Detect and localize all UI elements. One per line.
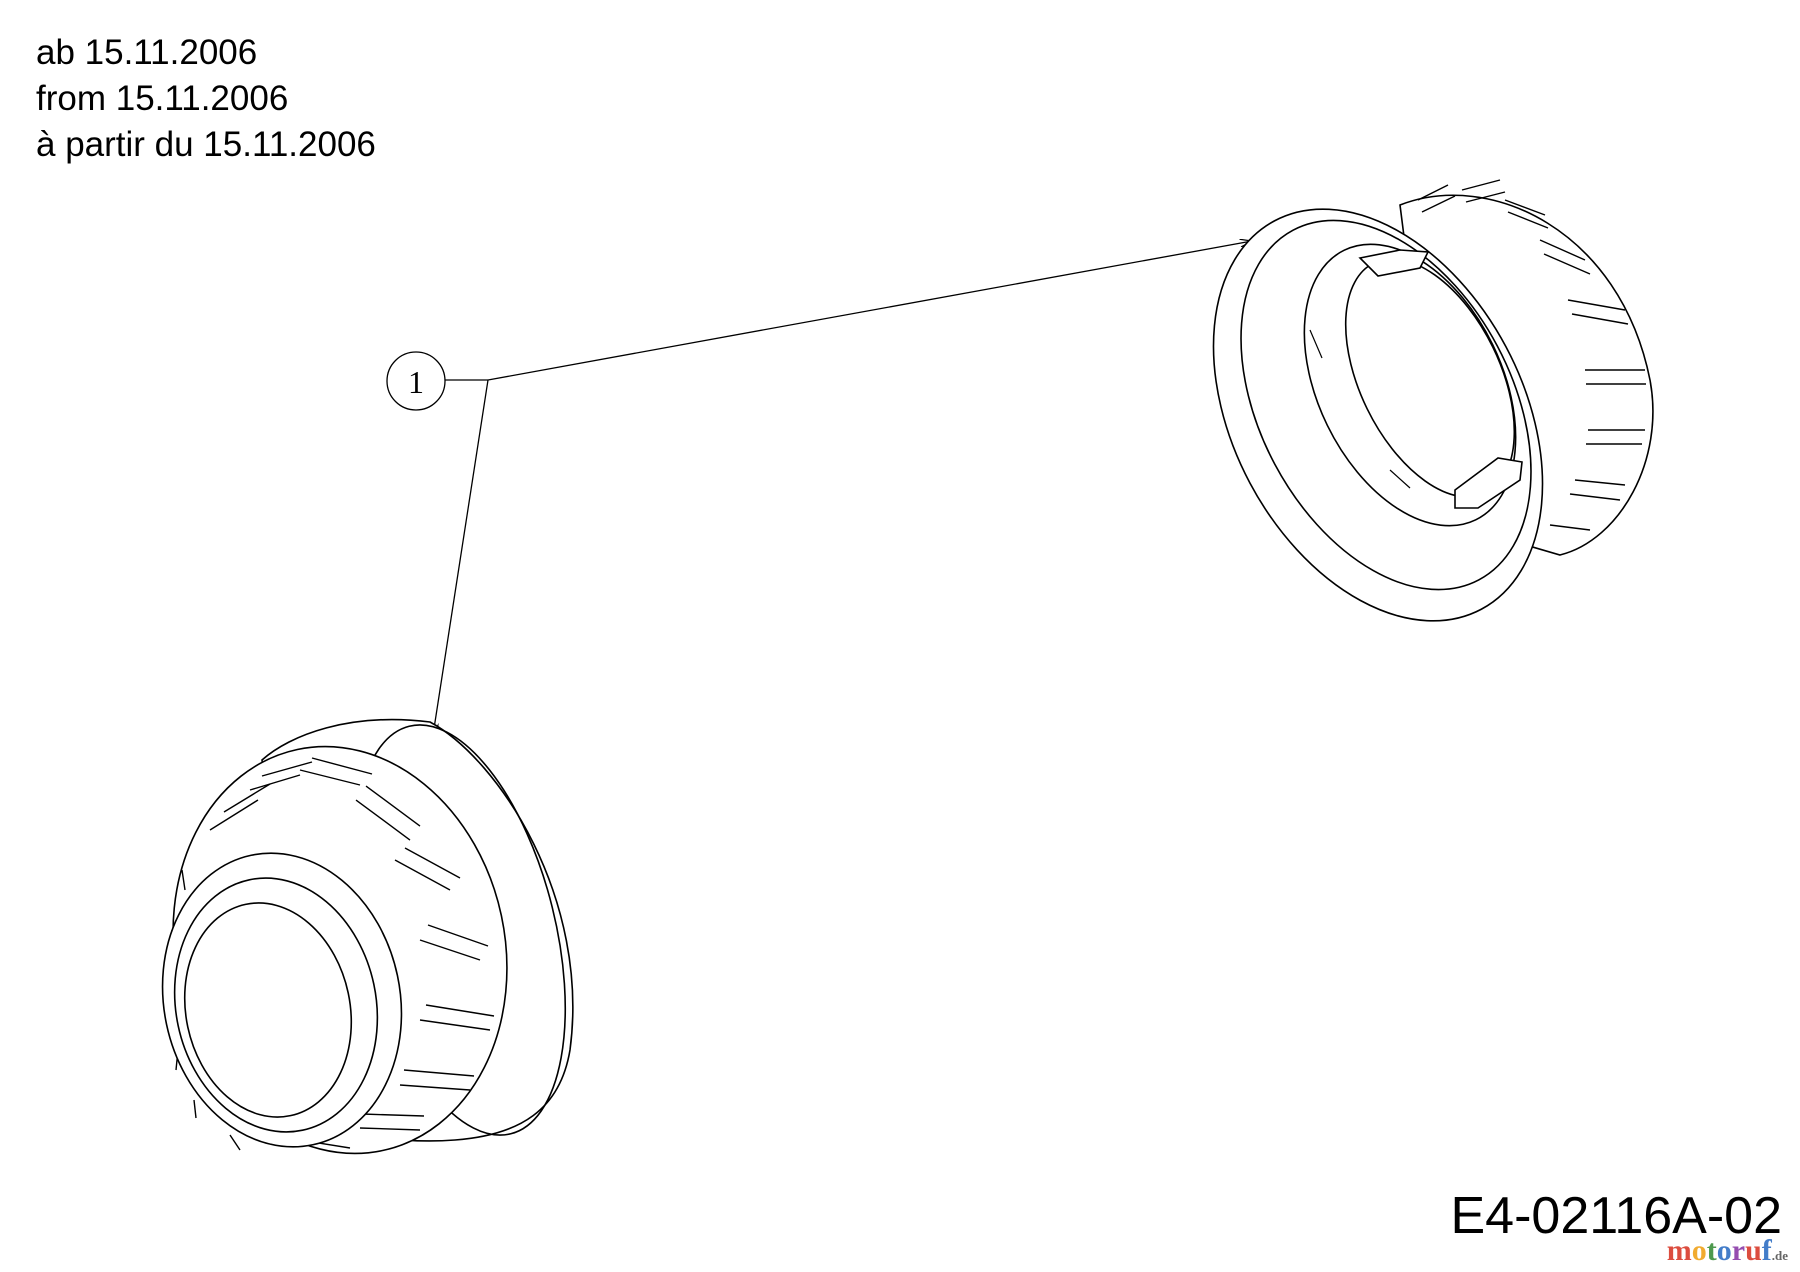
cap-ribs bbox=[167, 757, 495, 1151]
validity-notes: ab 15.11.2006 from 15.11.2006 à partir d… bbox=[36, 30, 376, 168]
hub-cap-front-view bbox=[161, 718, 574, 1155]
leader-line-to-right-cap bbox=[487, 241, 1252, 381]
callout-number: 1 bbox=[408, 364, 424, 400]
validity-note-fr: à partir du 15.11.2006 bbox=[36, 125, 376, 164]
drawing-part-code: E4-02116A-02 bbox=[1450, 1187, 1783, 1245]
callout-leaders bbox=[433, 241, 1252, 735]
watermark-tld: .de bbox=[1771, 1248, 1788, 1263]
cap-center-disc bbox=[183, 902, 353, 1118]
cap-back-ribs bbox=[1417, 179, 1646, 531]
watermark-brand: motoruf bbox=[1666, 1234, 1772, 1267]
validity-note-en: from 15.11.2006 bbox=[36, 79, 289, 118]
retaining-clip-top bbox=[1358, 249, 1430, 277]
hub-cap-rear-view bbox=[1212, 179, 1654, 622]
callout-balloon: 1 bbox=[386, 351, 446, 411]
validity-note-de: ab 15.11.2006 bbox=[36, 33, 258, 72]
clip-slot bbox=[1309, 329, 1323, 359]
cap-opening bbox=[1303, 243, 1517, 527]
retaining-clip-bottom bbox=[1454, 457, 1523, 509]
clip-slot-2 bbox=[1389, 469, 1411, 489]
flange-inner-rear bbox=[1240, 219, 1532, 591]
watermark-logo: motoruf.de bbox=[1667, 1234, 1788, 1268]
leader-line-to-left-cap bbox=[433, 379, 489, 735]
